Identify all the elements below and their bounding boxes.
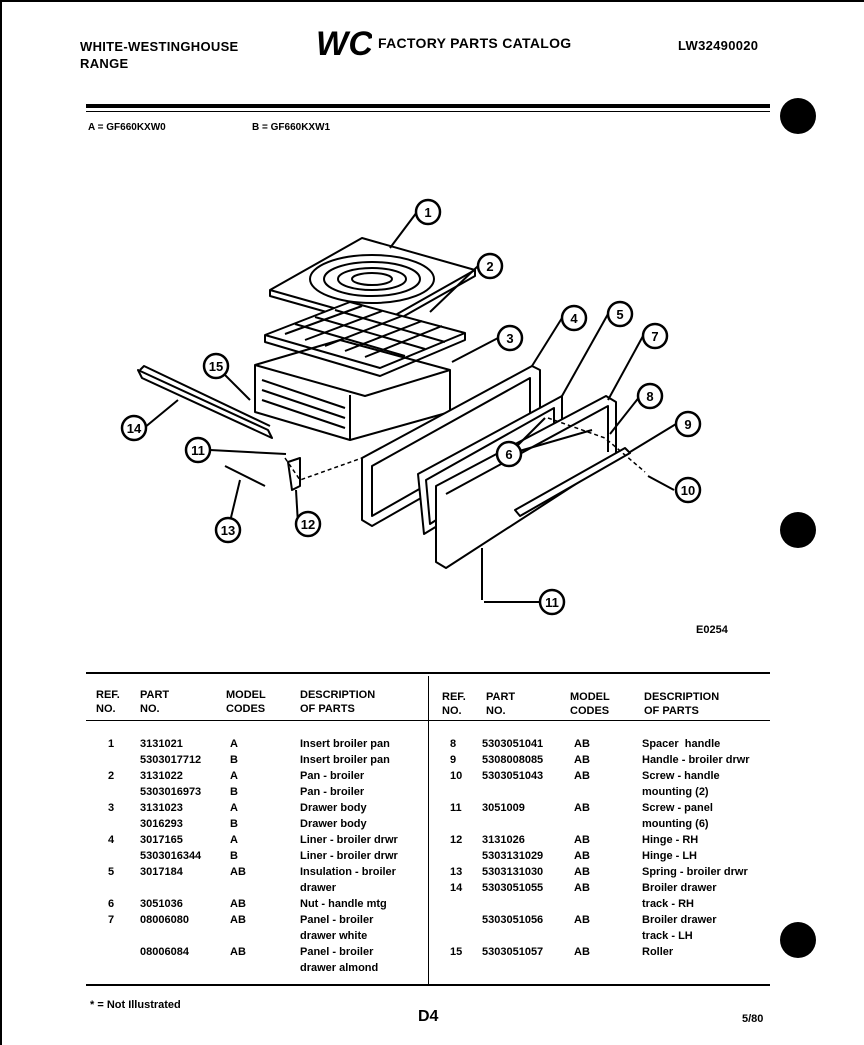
part-drawer-body	[254, 339, 451, 441]
description-column-right: Spacer handle Handle - broiler drwr Scre…	[642, 738, 750, 958]
table-divider	[428, 676, 429, 986]
svg-text:5: 5	[616, 307, 623, 322]
svg-text:4: 4	[570, 311, 578, 326]
date-code: 5/80	[742, 1013, 764, 1025]
callout-9: 9	[674, 410, 702, 438]
part-no-column-left: 3131021 5303017712 3131022 5303016973 31…	[140, 738, 202, 958]
ref-no-column-left: 1 2 3 4 5 6 7	[108, 738, 115, 926]
svg-text:2: 2	[486, 259, 493, 274]
svg-text:10: 10	[681, 483, 695, 498]
svg-text:8: 8	[646, 389, 653, 404]
svg-text:14: 14	[127, 421, 142, 436]
product-type: RANGE	[80, 56, 129, 71]
ref-no-header: REF.NO.	[96, 689, 120, 715]
svg-text:11: 11	[545, 595, 559, 610]
header-rule-thin	[86, 111, 770, 112]
part-broiler-pan	[264, 301, 466, 377]
binder-hole-middle	[780, 512, 816, 548]
callout-13: 13	[214, 516, 242, 544]
svg-text:13: 13	[221, 523, 235, 538]
description-column-left: Insert broiler pan Insert broiler pan Pa…	[300, 738, 398, 974]
model-b-label: B = GF660KXW1	[252, 122, 331, 133]
callout-1: 1	[414, 198, 442, 226]
svg-text:6: 6	[505, 447, 512, 462]
exploded-parts-diagram: 1 2 3 4 5 7 8 9 15 14 11 6 10 13 12 11	[120, 198, 702, 616]
callout-11-lower: 11	[538, 588, 566, 616]
ref-no-column-right: 8 9 10 11 12 13 14 15	[450, 738, 463, 958]
part-no-column-right: 5303051041 5308008085 5303051043 3051009…	[482, 738, 544, 958]
model-a-label: A = GF660KXW0	[88, 122, 166, 133]
page-border-top	[0, 0, 864, 2]
page-number: D4	[418, 1008, 439, 1025]
callout-12: 12	[294, 510, 322, 538]
callout-15: 15	[202, 352, 230, 380]
model-code-column-right: AB AB AB AB AB AB AB AB AB AB	[574, 738, 590, 958]
callout-8: 8	[636, 382, 664, 410]
wci-logo: WCI	[316, 26, 372, 60]
logo-text: WCI	[316, 26, 372, 60]
header-rule-thick	[86, 104, 770, 108]
callout-11-upper: 11	[184, 436, 212, 464]
ref-no-header-right: REF.NO.	[442, 691, 466, 717]
diagram-code: E0254	[696, 624, 728, 636]
svg-text:7: 7	[651, 329, 658, 344]
svg-text:12: 12	[301, 517, 315, 532]
callout-4: 4	[560, 304, 588, 332]
svg-text:1: 1	[424, 205, 431, 220]
part-spring	[224, 465, 266, 487]
part-track	[137, 365, 273, 439]
callout-14: 14	[120, 414, 148, 442]
svg-text:15: 15	[209, 359, 223, 374]
binder-hole-top	[780, 98, 816, 134]
catalog-title: FACTORY PARTS CATALOG	[378, 35, 572, 51]
callout-3: 3	[496, 324, 524, 352]
binder-hole-bottom	[780, 922, 816, 958]
svg-text:11: 11	[191, 443, 205, 458]
page-border-left	[0, 0, 2, 1045]
table-top-rule	[86, 672, 770, 674]
catalog-number: LW32490020	[678, 38, 759, 53]
callout-5: 5	[606, 300, 634, 328]
part-handle	[514, 447, 631, 517]
svg-text:9: 9	[684, 417, 691, 432]
callout-10: 10	[674, 476, 702, 504]
callout-6: 6	[495, 440, 523, 468]
brand-name: WHITE-WESTINGHOUSE	[80, 39, 239, 54]
svg-text:3: 3	[506, 331, 513, 346]
callout-7: 7	[641, 322, 669, 350]
not-illustrated-note: * = Not Illustrated	[90, 999, 181, 1011]
model-code-column-left: A B A B A B A B AB AB AB AB	[230, 738, 246, 958]
callout-2: 2	[476, 252, 504, 280]
catalog-heading: WCI FACTORY PARTS CATALOG	[316, 26, 572, 60]
part-hinge	[287, 457, 301, 491]
brand-heading: WHITE-WESTINGHOUSE RANGE	[80, 38, 239, 72]
